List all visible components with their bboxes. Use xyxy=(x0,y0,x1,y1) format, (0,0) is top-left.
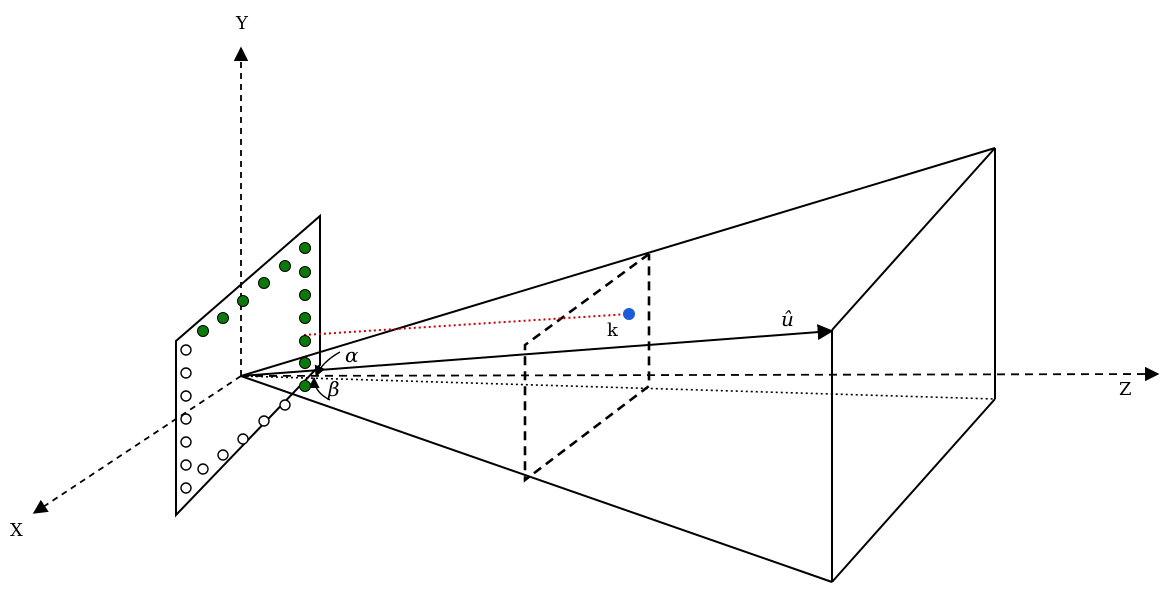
active-element xyxy=(299,312,311,324)
x-axis-label: X xyxy=(10,520,23,541)
active-element xyxy=(299,266,311,278)
active-element xyxy=(279,260,291,272)
active-element xyxy=(237,295,249,307)
x-axis xyxy=(32,375,242,514)
y-axis-label: Y xyxy=(235,13,249,34)
active-element xyxy=(299,335,311,347)
far-face-edge-bottom xyxy=(831,398,996,583)
active-element xyxy=(299,380,311,392)
target-ray xyxy=(303,313,630,336)
alpha-label: α xyxy=(345,343,359,367)
alpha-angle-arc xyxy=(314,351,341,378)
u-hat-vector xyxy=(240,324,834,377)
active-element xyxy=(197,325,209,337)
inactive-element xyxy=(279,399,291,411)
inactive-element xyxy=(180,413,192,425)
array-plane xyxy=(175,213,321,518)
inactive-element xyxy=(258,415,270,427)
u-hat-label: û xyxy=(781,307,794,331)
inactive-element xyxy=(180,482,192,494)
cross-section-plane xyxy=(523,252,651,483)
active-element xyxy=(299,242,311,254)
beam-projection-line xyxy=(240,375,996,400)
active-element xyxy=(299,357,311,369)
inactive-element xyxy=(197,463,209,475)
z-axis xyxy=(240,366,1160,382)
inactive-element xyxy=(217,449,229,461)
array-elements xyxy=(180,242,311,494)
beta-angle-arc xyxy=(308,376,331,401)
frustum-bottom-edge xyxy=(240,375,833,583)
inactive-element xyxy=(180,436,192,448)
active-element xyxy=(258,277,270,289)
target-point-k xyxy=(623,308,635,320)
inactive-element xyxy=(180,367,192,379)
frustum-top-edge xyxy=(240,147,996,377)
z-axis-label: Z xyxy=(1119,379,1132,400)
inactive-element xyxy=(180,344,192,356)
far-face-edge-top xyxy=(831,147,996,331)
active-element xyxy=(299,289,311,301)
active-element xyxy=(217,312,229,324)
inactive-element xyxy=(237,433,249,445)
beta-label: β xyxy=(327,377,340,401)
inactive-element xyxy=(180,390,192,402)
target-point-label: k xyxy=(607,320,619,341)
inactive-element xyxy=(180,459,192,471)
